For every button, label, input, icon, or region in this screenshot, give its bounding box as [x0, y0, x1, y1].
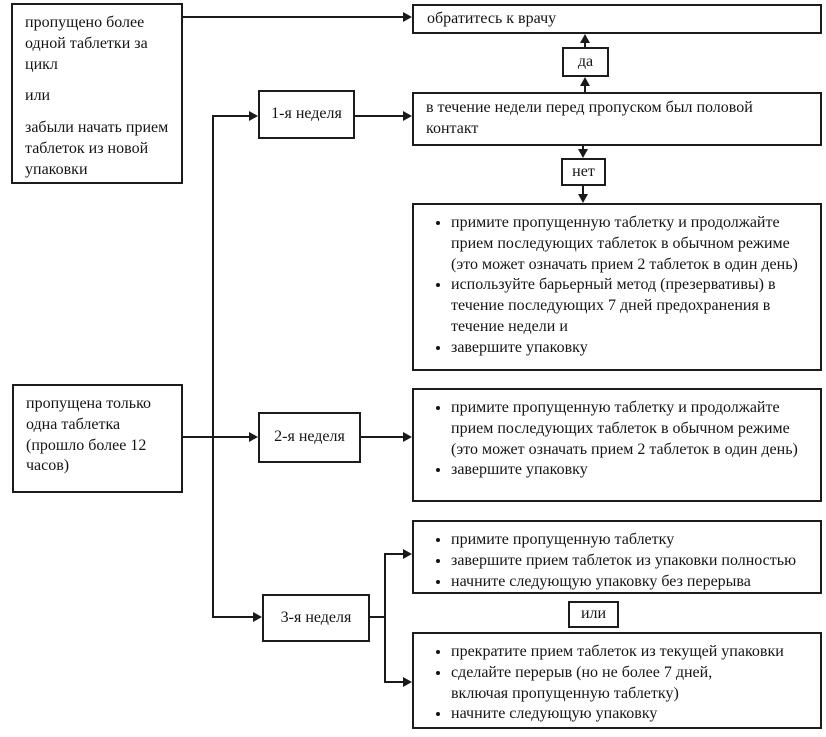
week1-action-2: используйте барьерный метод (презерватив… [451, 275, 812, 337]
arrow-into-week2 [249, 432, 258, 442]
week1-actions-list: примите пропущенную таблетку и продолжай… [414, 205, 820, 365]
intercourse-question-text: в течение недели перед пропуском был пол… [426, 99, 753, 137]
box-week3-option1: примите пропущенную таблетку завершите п… [412, 520, 822, 594]
box-missed-multiple: пропущено более одной таблетки за цикл и… [11, 3, 183, 184]
connector-trunk-to-week1 [212, 115, 249, 117]
connector-missed-one-to-week2 [183, 436, 249, 438]
arrow-into-week2-actions [403, 432, 412, 442]
no-text: нет [572, 162, 595, 180]
missed-one-text: пропущена только одна таблетка (прошло б… [26, 395, 152, 475]
connector-week3-branch [384, 553, 386, 683]
box-intercourse-question: в течение недели перед пропуском был пол… [412, 92, 822, 146]
box-week1: 1-я неделя [258, 90, 355, 139]
missed-multiple-text-1: пропущено более одной таблетки за цикл [25, 14, 148, 73]
label-or: или [568, 601, 619, 628]
missed-multiple-text-3: забыли начать прием таблеток из новой уп… [25, 119, 169, 178]
connector-week1-to-question [355, 115, 403, 117]
or-text: или [580, 605, 607, 623]
missed-multiple-text-2: или [25, 87, 51, 105]
week3-option2-action-2: сделайте перерыв (но не более 7 дней, вк… [451, 663, 747, 705]
connector-weeks-trunk [212, 115, 214, 618]
connector-yes-to-doctor [584, 42, 586, 47]
connector-question-to-no [582, 146, 584, 150]
week3-option1-action-3: начните следующую упаковку без перерыва [451, 572, 812, 593]
arrow-into-yes [580, 77, 590, 86]
week2-actions-list: примите пропущенную таблетку и продолжай… [414, 390, 820, 487]
box-week2: 2-я неделя [258, 412, 361, 463]
yes-text: да [577, 52, 594, 70]
arrow-into-no [578, 149, 588, 158]
week3-option2-action-3: начните следующую упаковку [451, 704, 812, 725]
week3-option1-action-1: примите пропущенную таблетку [451, 530, 812, 551]
connector-question-to-yes [584, 85, 586, 92]
consult-doctor-text: обратитесь к врачу [427, 9, 557, 27]
connector-week3-stub [370, 616, 386, 618]
connector-no-to-actions [582, 186, 584, 195]
connector-trunk-to-week3 [212, 616, 253, 618]
arrow-into-question [403, 111, 412, 121]
connector-week2-to-actions [361, 436, 403, 438]
week3-option2-list: прекратите прием таблеток из текущей упа… [414, 634, 820, 731]
box-week1-actions: примите пропущенную таблетку и продолжай… [412, 203, 822, 371]
box-missed-one: пропущена только одна таблетка (прошло б… [12, 384, 183, 493]
week2-text: 2-я неделя [274, 428, 345, 446]
box-week3-option2: прекратите прием таблеток из текущей упа… [412, 632, 822, 729]
arrow-into-option1 [403, 549, 412, 559]
arrow-yes-into-doctor [580, 34, 590, 43]
box-week2-actions: примите пропущенную таблетку и продолжай… [412, 388, 822, 502]
week3-option1-action-2: завершите прием таблеток из упаковки пол… [451, 551, 812, 572]
week3-option1-list: примите пропущенную таблетку завершите п… [414, 522, 820, 598]
label-no: нет [561, 158, 606, 186]
week3-text: 3-я неделя [280, 608, 352, 626]
week1-action-1: примите пропущенную таблетку и продолжай… [451, 213, 812, 275]
connector-branch-to-option1 [384, 553, 403, 555]
week1-text: 1-я неделя [271, 105, 342, 123]
week1-action-3: завершите упаковку [451, 338, 812, 359]
label-yes: да [562, 47, 609, 77]
connector-branch-to-option2 [384, 681, 403, 683]
arrow-into-week1-actions [578, 194, 588, 203]
arrow-into-week1 [249, 111, 258, 121]
week2-action-2: завершите упаковку [451, 460, 812, 481]
arrow-into-week3 [253, 612, 262, 622]
arrow-into-option2 [403, 677, 412, 687]
connector-missed-multiple-to-doctor [182, 16, 403, 18]
week3-option2-action-1: прекратите прием таблеток из текущей упа… [451, 642, 812, 663]
box-week3: 3-я неделя [262, 594, 370, 642]
box-consult-doctor: обратитесь к врачу [412, 4, 822, 34]
arrow-into-doctor [403, 12, 412, 22]
week2-action-1: примите пропущенную таблетку и продолжай… [451, 398, 812, 460]
